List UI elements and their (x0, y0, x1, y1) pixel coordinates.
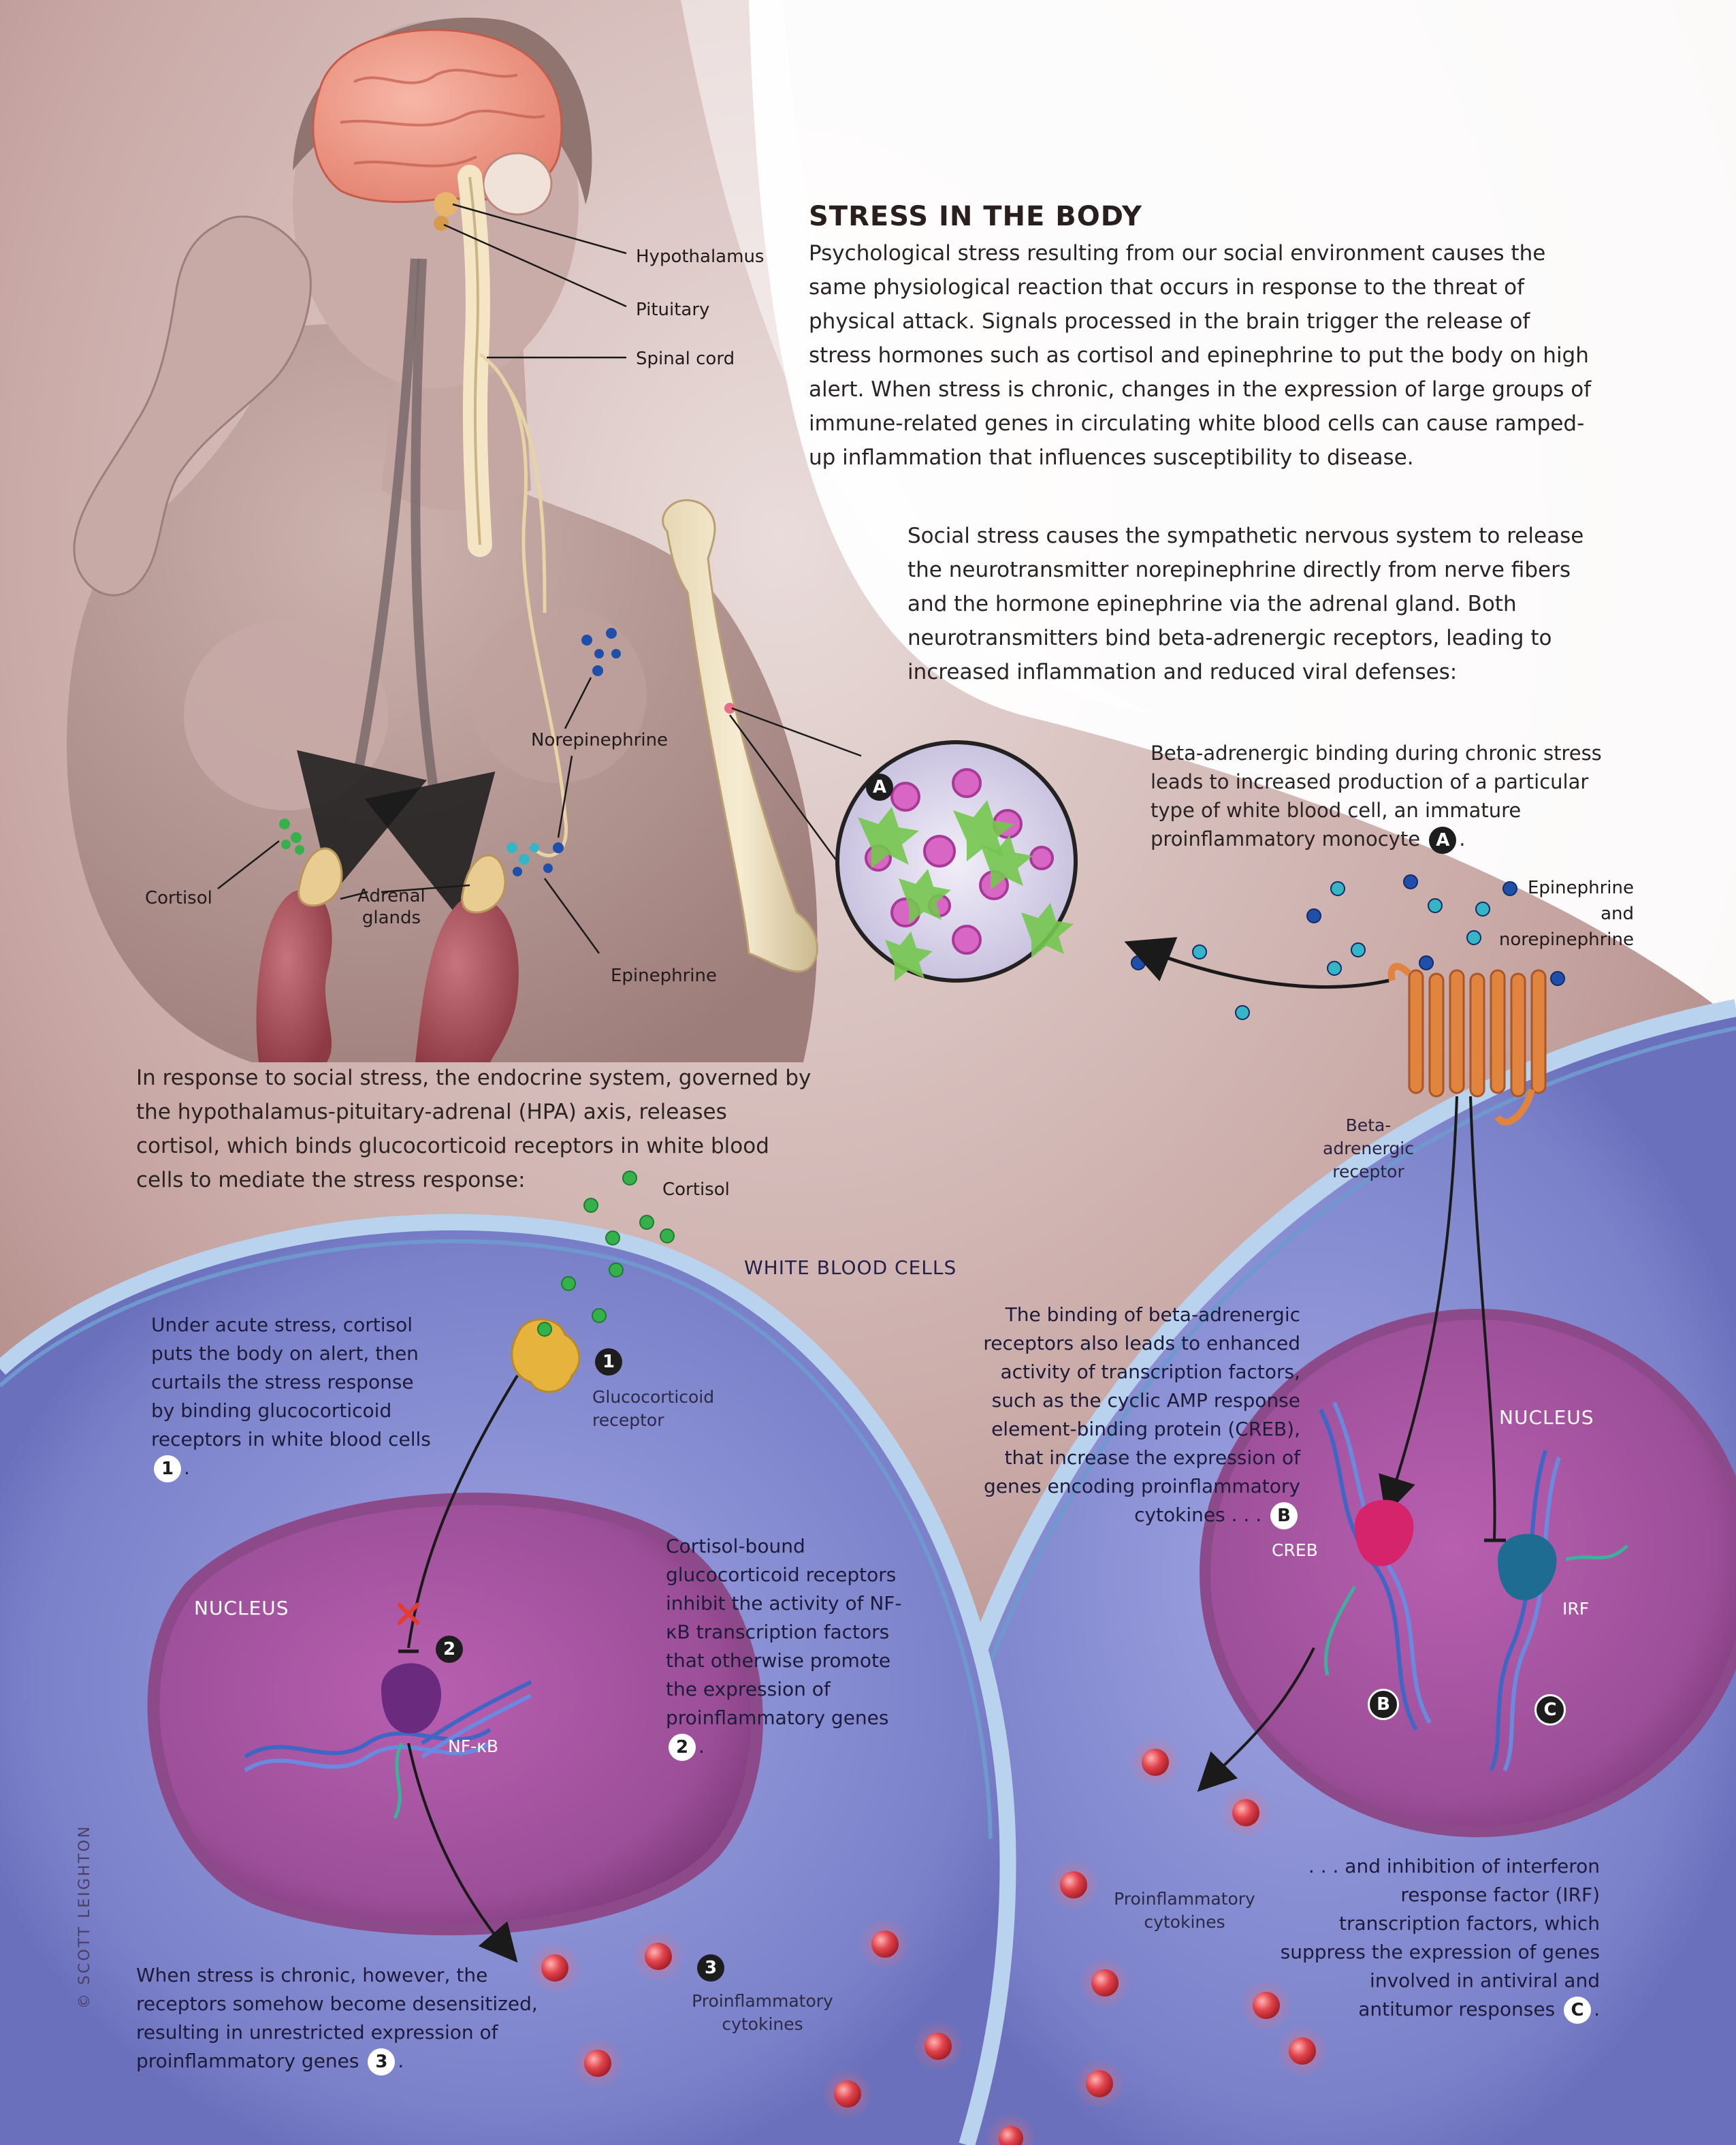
badge-3-inline: 3 (368, 2048, 396, 2076)
label-norepinephrine: Norepinephrine (531, 730, 669, 750)
background-highlight (749, 0, 1736, 1021)
label-spinal-cord: Spinal cord (636, 349, 735, 369)
badge-b-inline: B (1270, 1502, 1298, 1529)
label-pituitary: Pituitary (636, 300, 710, 320)
nfkb-to-cytokines-arrow (407, 1743, 518, 1963)
cytokines-right (985, 1736, 1328, 2145)
creb-text: The binding of beta-adrenergic receptors… (983, 1303, 1300, 1526)
cytokines-left (529, 1918, 964, 2120)
badge-b-nucleus: B (1368, 1689, 1399, 1720)
label-hypothalamus: Hypothalamus (636, 247, 765, 267)
inhibit-paragraph: Cortisol-bound glucocorticoid receptors … (666, 1532, 911, 1761)
badge-2-inline: 2 (669, 1734, 696, 1761)
creb-paragraph: The binding of beta-adrenergic receptors… (980, 1301, 1300, 1529)
page-title: STRESS IN THE BODY (809, 201, 1143, 232)
label-epinephrine: Epinephrine (611, 966, 717, 986)
label-cortisol-body: Cortisol (145, 888, 212, 908)
badge-a-marrow: A (866, 774, 893, 801)
bone-marrow-magnifier (835, 740, 1078, 983)
label-epinephrine-and-norepinephrine: Epinephrine and norepinephrine (1498, 878, 1634, 950)
cortisol-dots-cell (537, 1171, 675, 1337)
badge-1-receptor: 1 (595, 1348, 622, 1376)
human-figure (67, 17, 818, 1062)
humerus-bone (662, 499, 818, 973)
badge-c-nucleus: C (1534, 1694, 1566, 1726)
hpa-arrow-left (296, 258, 427, 895)
badge-3-cytokines: 3 (697, 1954, 724, 1982)
epinephrine-dots (507, 842, 564, 876)
badge-c-inline: C (1564, 1997, 1592, 2024)
right-kidney (415, 896, 519, 1062)
marrow-cells (858, 768, 1074, 981)
label-cortisol-cell: Cortisol (662, 1179, 730, 1200)
irf-inhibition-line (1469, 1096, 1496, 1540)
label-left-nucleus: NUCLEUS (194, 1597, 289, 1619)
beta-binding-paragraph: Beta-adrenergic binding during chronic s… (1151, 739, 1613, 854)
hpa-arrow-right (364, 258, 496, 916)
hpa-paragraph: In response to social stress, the endocr… (136, 1066, 811, 1192)
label-irf: IRF (1562, 1599, 1590, 1619)
receptor-to-marrow-arrow (1124, 937, 1389, 989)
badge-1-inline: 1 (154, 1455, 181, 1482)
bone-marrow-spot (724, 703, 735, 714)
beta-adrenergic-receptor (1387, 963, 1547, 1126)
creb-activation-arrow (1379, 1096, 1458, 1516)
label-adrenal-glands: Adrenal glands (357, 886, 425, 928)
left-white-blood-cell (0, 1213, 1016, 2145)
acute-stress-paragraph: Under acute stress, cortisol puts the bo… (151, 1311, 437, 1482)
label-beta-adrenergic-receptor: Beta-adrenergic receptor (1323, 1115, 1414, 1181)
beta-binding-text: Beta-adrenergic binding during chronic s… (1151, 742, 1602, 851)
creb-protein (1355, 1499, 1414, 1566)
artist-credit: © SCOTT LEIGHTON (76, 1824, 93, 2009)
nfkb-protein (381, 1663, 442, 1734)
cortisol-dots-body (279, 819, 304, 855)
label-nfkb: NF-κB (448, 1736, 498, 1756)
irf-text: . . . and inhibition of interferon respo… (1280, 1855, 1600, 2020)
nerve-fibers (479, 352, 568, 857)
right-nucleus (1200, 1309, 1736, 1837)
label-creb: CREB (1272, 1540, 1318, 1560)
glucocorticoid-receptor (511, 1318, 581, 1393)
pituitary (434, 216, 449, 231)
left-nucleus (147, 1493, 763, 1936)
cytokine-release-arrow (1197, 1647, 1315, 1792)
inhibit-text: Cortisol-bound glucocorticoid receptors … (666, 1535, 902, 1729)
label-cytokines-left: Proinflammatory cytokines (692, 1991, 833, 2034)
badge-a-inline: A (1429, 827, 1457, 854)
chronic-text: When stress is chronic, however, the rec… (136, 1964, 538, 2072)
left-adrenal-gland (298, 847, 343, 907)
badge-2-nucleus: 2 (436, 1636, 463, 1663)
epi-norepi-dots (1131, 874, 1565, 1020)
norepinephrine-dots (581, 628, 621, 676)
intro-paragraph: Psychological stress resulting from our … (809, 241, 1592, 470)
label-cytokines-right: Proinflammatory cytokines (1114, 1889, 1255, 1932)
right-adrenal-gland (461, 854, 507, 914)
irf-paragraph: . . . and inhibition of interferon respo… (1280, 1852, 1600, 2024)
label-right-nucleus: NUCLEUS (1499, 1406, 1594, 1429)
label-white-blood-cells: WHITE BLOOD CELLS (744, 1256, 957, 1279)
hypothalamus (434, 192, 458, 217)
inhibition-blocked-x (396, 1602, 421, 1626)
sympathetic-paragraph: Social stress causes the sympathetic ner… (907, 524, 1584, 684)
label-glucocorticoid-receptor: Glucocorticoid receptor (592, 1387, 715, 1430)
irf-protein (1498, 1534, 1557, 1600)
left-kidney (256, 889, 332, 1062)
chronic-paragraph: When stress is chronic, however, the rec… (136, 1961, 558, 2076)
acute-stress-text: Under acute stress, cortisol puts the bo… (151, 1314, 431, 1450)
